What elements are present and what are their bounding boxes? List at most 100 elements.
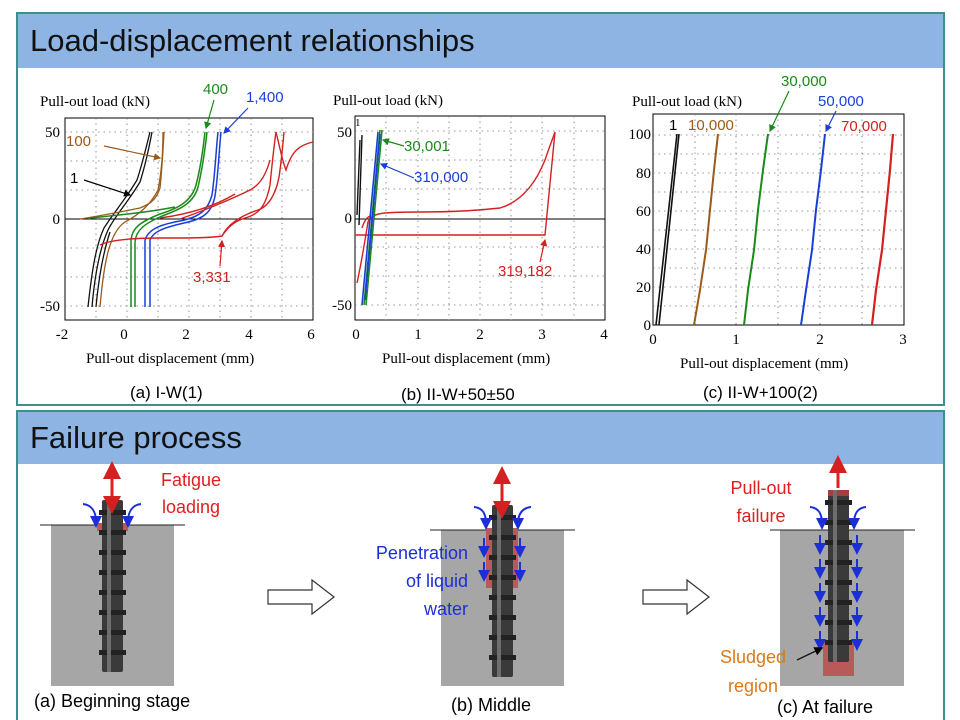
- chart-b-annotation: 30,001: [404, 138, 450, 155]
- pullout-label: failure: [736, 506, 785, 526]
- water-penetration-arrows: [478, 538, 526, 582]
- chart-a-annotation: 1: [70, 170, 78, 187]
- section-title-failure-process: Failure process: [18, 412, 943, 464]
- chart-a-ytick: -50: [40, 299, 60, 315]
- chart-c-ytick: 100: [629, 127, 652, 143]
- chart-a-xlabel: Pull-out displacement (mm): [86, 351, 254, 367]
- chart-c-ytick: 0: [644, 318, 652, 334]
- chart-a-annotation: 1,400: [246, 89, 284, 106]
- penetration-label: Penetration: [376, 543, 468, 563]
- chart-b-xtick: 4: [600, 327, 608, 343]
- chart-b-xticks: 0 1 2 3 4: [352, 327, 608, 343]
- chart-c-frame: [652, 113, 905, 326]
- chart-c-curve-1: [655, 133, 680, 326]
- stage-middle: Penetration of liquid water (b) Middle: [376, 466, 575, 715]
- water-arrow-right: [122, 503, 142, 528]
- stage-failure: Pull-out failure Sludged region (c) At f…: [720, 455, 915, 717]
- chart-a-yticks: 50 0 -50: [40, 125, 60, 315]
- chart-a-ylabel: Pull-out load (kN): [40, 94, 150, 110]
- chart-b-grid: [355, 116, 605, 320]
- chart-c-xtick: 0: [649, 332, 657, 348]
- chart-c-annotation: 1: [669, 117, 677, 134]
- rebar: [489, 505, 516, 677]
- chart-c-annotation: 30,000: [781, 73, 827, 90]
- sludged-label: region: [728, 676, 778, 696]
- stage-caption: (a) Beginning stage: [34, 691, 190, 711]
- process-arrow-icon: [642, 578, 710, 616]
- chart-c-caption: (c) II-W+100(2): [703, 383, 818, 402]
- section-title-load-displacement: Load-displacement relationships: [18, 14, 943, 68]
- chart-c-ytick: 60: [636, 204, 651, 220]
- chart-a-xtick: 2: [182, 327, 190, 343]
- chart-b-xtick: 0: [352, 327, 360, 343]
- chart-c-xlabel: Pull-out displacement (mm): [680, 356, 848, 372]
- chart-a-curve-400: [89, 131, 208, 307]
- chart-c-ytick: 40: [636, 242, 651, 258]
- chart-c-ytick: 80: [636, 166, 651, 182]
- chart-a-annotation: 3,331: [193, 269, 231, 286]
- chart-a-xtick: 4: [245, 327, 253, 343]
- penetration-label: water: [423, 599, 468, 619]
- rebar: [825, 490, 852, 662]
- chart-c-curve-10000: [693, 133, 719, 326]
- pullout-label: Pull-out: [730, 478, 791, 498]
- water-arrow-right: [512, 506, 532, 530]
- chart-b-xtick: 2: [476, 327, 484, 343]
- chart-a-xtick: 0: [120, 327, 128, 343]
- chart-a-caption: (a) I-W(1): [130, 383, 203, 402]
- chart-a-ytick: 50: [45, 125, 60, 141]
- chart-b-curve-1: [356, 134, 363, 226]
- fatigue-label: Fatigue: [161, 470, 221, 490]
- chart-b-xlabel: Pull-out displacement (mm): [382, 351, 550, 367]
- chart-c-xtick: 2: [816, 332, 824, 348]
- chart-b-ytick: 0: [345, 211, 353, 227]
- chart-b-yticks: 50 0 -50: [332, 125, 352, 314]
- chart-a-curve-3331: [99, 131, 314, 246]
- chart-a-annotation: 100: [66, 133, 91, 150]
- chart-b-annotation: 1: [355, 117, 361, 129]
- chart-b-ytick: 50: [337, 125, 352, 141]
- chart-c-annotation: 10,000: [688, 117, 734, 134]
- chart-a-xtick: -2: [56, 327, 69, 343]
- chart-b-caption: (b) II-W+50±50: [401, 385, 515, 404]
- water-arrow-right: [848, 506, 867, 530]
- chart-c-ytick: 20: [636, 280, 651, 296]
- chart-a-xtick: 6: [307, 327, 315, 343]
- water-arrow-left: [473, 506, 492, 530]
- chart-c-annotation: 70,000: [841, 118, 887, 135]
- stage-caption: (c) At failure: [777, 697, 873, 717]
- chart-b-xtick: 1: [414, 327, 422, 343]
- chart-c-grid: [653, 114, 904, 325]
- chart-b-frame: [354, 115, 606, 321]
- water-arrow-left: [82, 503, 102, 528]
- chart-a-ytick: 0: [53, 212, 61, 228]
- penetration-label: of liquid: [406, 571, 468, 591]
- chart-c-xtick: 1: [732, 332, 740, 348]
- stage-beginning: Fatigue loading (a) Beginning stage: [34, 461, 221, 711]
- water-penetration-arrows: [814, 535, 863, 651]
- rebar: [99, 500, 126, 672]
- process-arrow-icon: [267, 578, 335, 616]
- chart-b-curve-319182: [355, 131, 556, 284]
- chart-c-curve-70000: [870, 133, 895, 326]
- chart-b-ylabel: Pull-out load (kN): [333, 93, 443, 109]
- chart-c-curve-50000: [800, 133, 826, 326]
- chart-c-curve-30000: [743, 133, 769, 326]
- fatigue-label: loading: [162, 497, 220, 517]
- sludged-label: Sludged: [720, 647, 786, 667]
- chart-b-annotation: 319,182: [498, 263, 552, 280]
- chart-c-yticks: 100 80 60 40 20 0: [629, 127, 652, 334]
- chart-c-xtick: 3: [899, 332, 907, 348]
- chart-a-annotation: 400: [203, 81, 228, 98]
- chart-b-curve-310000: [361, 131, 381, 306]
- chart-b-xtick: 3: [538, 327, 546, 343]
- chart-a-curve-1400: [144, 131, 222, 307]
- chart-a: 50 0 -50 -2 0 2 4 6 Pull-out load (kN) P…: [40, 81, 315, 402]
- chart-c-xticks: 0 1 2 3: [649, 332, 907, 348]
- chart-c-annotation: 50,000: [818, 93, 864, 110]
- stage-caption: (b) Middle: [451, 695, 531, 715]
- chart-c: 100 80 60 40 20 0 0 1 2 3 Pull-out load …: [629, 73, 907, 402]
- water-arrow-left: [809, 506, 828, 530]
- chart-b-ytick: -50: [332, 298, 352, 314]
